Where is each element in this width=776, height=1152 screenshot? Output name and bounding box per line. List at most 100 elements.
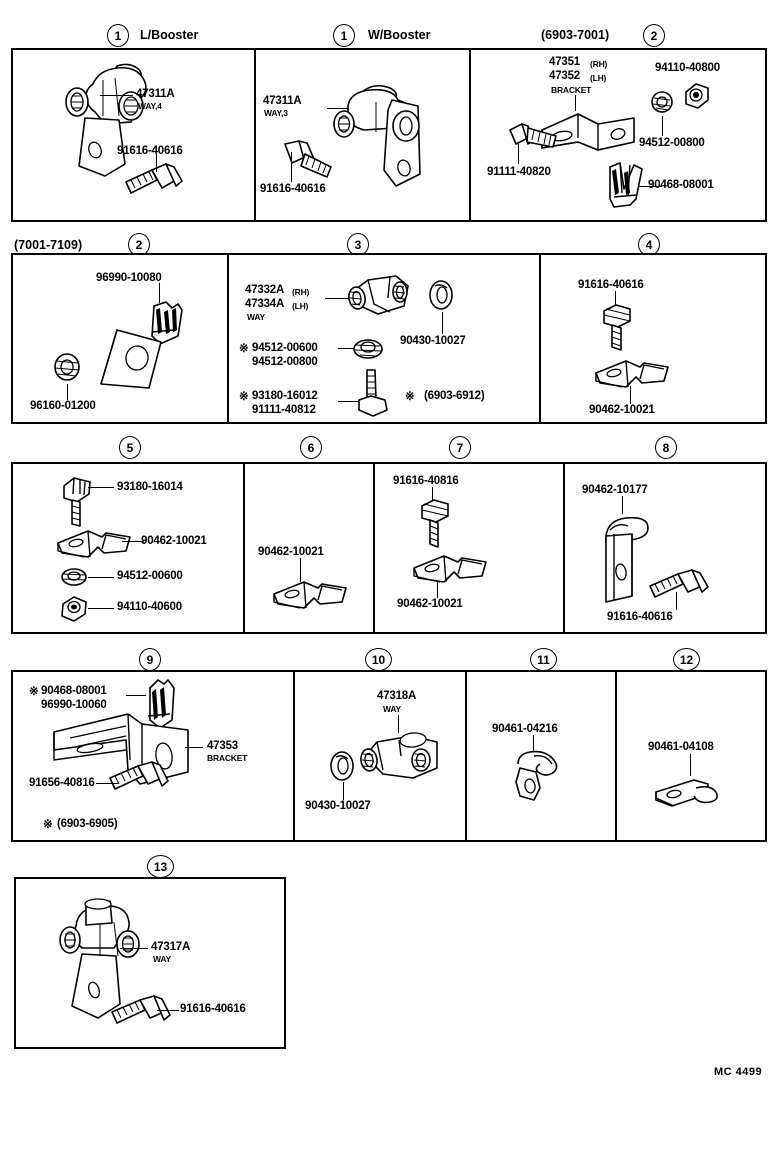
label-96990-10060: 96990-10060 [41,699,107,711]
art-47311a-4way [65,63,147,177]
leader-line [67,384,69,400]
label-90462-10021-p5: 90462-10021 [141,535,207,547]
panel-divider [243,462,245,634]
callout-number: 10 [371,652,386,667]
leader-line [343,782,345,800]
callout-8: 8 [655,436,677,459]
label-91616-40616-p8: 91616-40616 [607,611,673,623]
art-clip-90468-08001-p9 [147,679,175,729]
leader-line [518,144,520,164]
callout-1-wbooster: 1 [333,24,355,47]
panel-divider [469,48,471,222]
label-way3: WAY,3 [264,108,288,118]
callout-number: 9 [146,652,154,667]
leader-line [638,186,662,188]
panel-divider [373,462,375,634]
art-clamp-90462-10021-p6 [273,581,347,609]
callout-number: 2 [135,237,143,252]
callout-number: 13 [153,859,168,874]
label-47352: 47352 [549,70,580,82]
label-47311a-4way: 47311A [136,88,175,100]
leader-line [398,715,400,733]
panel-row3 [11,462,767,634]
leader-line [338,401,360,403]
art-bolt-91656-40816 [109,761,169,790]
panel-divider [227,253,229,424]
art-clamp-90462-10021-p4 [595,360,669,388]
leader-line [533,735,535,753]
callout-5: 5 [119,436,141,459]
label-47351-rh: (RH) [590,59,608,69]
callout-number: 4 [645,237,653,252]
callout-number: 8 [662,440,670,455]
panel-divider [539,253,541,424]
leader-line [156,154,158,172]
callout-number: 2 [650,28,658,43]
label-47353: 47353 [207,740,238,752]
panel-divider [615,670,617,842]
leader-line [100,95,133,97]
label-90430-10027-p10: 90430-10027 [305,800,371,812]
art-plate-96160 [100,329,162,389]
label-way-47317: WAY [153,954,171,964]
art-washer-90430-10027-p10 [330,751,354,781]
leader-line [432,487,434,501]
callout-12: 12 [673,648,700,671]
label-47317a: 47317A [151,941,191,953]
art-washer-94512-00800 [651,91,673,113]
label-91656-40816: 91656-40816 [29,777,95,789]
art-bolt-91616-40616-p4 [603,304,631,351]
callout-number: 11 [537,652,550,667]
label-90468-08001-p9: 90468-08001 [41,685,107,697]
label-90461-04216: 90461-04216 [492,723,558,735]
leader-line [88,577,114,579]
label-94512-00600-p3: 94512-00600 [252,342,318,354]
mark-94512-00600: ※ [239,343,249,355]
leader-line [622,496,624,514]
label-94110-40800: 94110-40800 [655,62,720,74]
leader-line [159,283,161,303]
leader-line [437,580,439,598]
label-90462-10021-p4: 90462-10021 [589,404,655,416]
callout-6: 6 [300,436,322,459]
label-way-47332: WAY [247,312,265,322]
label-96990-10080: 96990-10080 [96,272,162,284]
label-91616-40616-p13: 91616-40616 [180,1003,246,1015]
leader-line [157,1010,179,1012]
label-47332a: 47332A [245,284,285,296]
panel-divider [563,462,565,634]
heading-lbooster: L/Booster [140,28,199,42]
leader-line [120,948,148,950]
heading-range-7001-7109: (7001-7109) [14,238,83,252]
callout-1-lbooster: 1 [107,24,129,47]
label-way-47318: WAY [383,704,401,714]
leader-line [327,108,349,110]
art-47311a-3way [333,84,421,187]
art-washer-94512-p3 [353,339,383,359]
label-91616-40616-p1b: 91616-40616 [260,183,326,195]
panel-divider [465,670,467,842]
label-93180-16012: 93180-16012 [252,390,318,402]
leader-line [442,312,444,334]
label-90462-10021-p7: 90462-10021 [397,598,463,610]
label-94512-00600-p5: 94512-00600 [117,570,183,582]
label-bracket-2a: BRACKET [551,85,592,95]
label-94512-00800: 94512-00800 [639,137,705,149]
leader-line [122,541,144,543]
panel-13 [14,877,286,1049]
mark-range-6903-6912: ※ [405,391,415,403]
callout-7: 7 [449,436,471,459]
leader-line [575,95,577,111]
art-nut-94110-40800 [685,83,709,109]
label-47332a-rh: (RH) [292,287,310,297]
art-bracket-90462-10177 [605,516,649,603]
art-clip-90468-08001 [609,162,643,208]
mark-90468-08001-p9: ※ [29,686,39,698]
callout-10: 10 [365,648,392,671]
label-47311a-3way: 47311A [263,95,302,107]
leader-line [676,592,678,610]
leader-line [96,783,118,785]
label-96160-01200: 96160-01200 [30,400,96,412]
label-90468-08001-p2a: 90468-08001 [648,179,714,191]
